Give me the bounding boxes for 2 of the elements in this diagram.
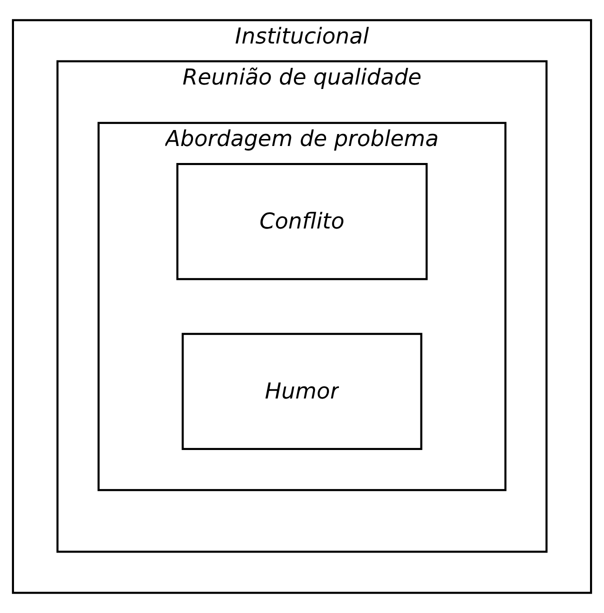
node-box: Conflito bbox=[176, 163, 428, 280]
node-box: Humor bbox=[182, 332, 422, 450]
